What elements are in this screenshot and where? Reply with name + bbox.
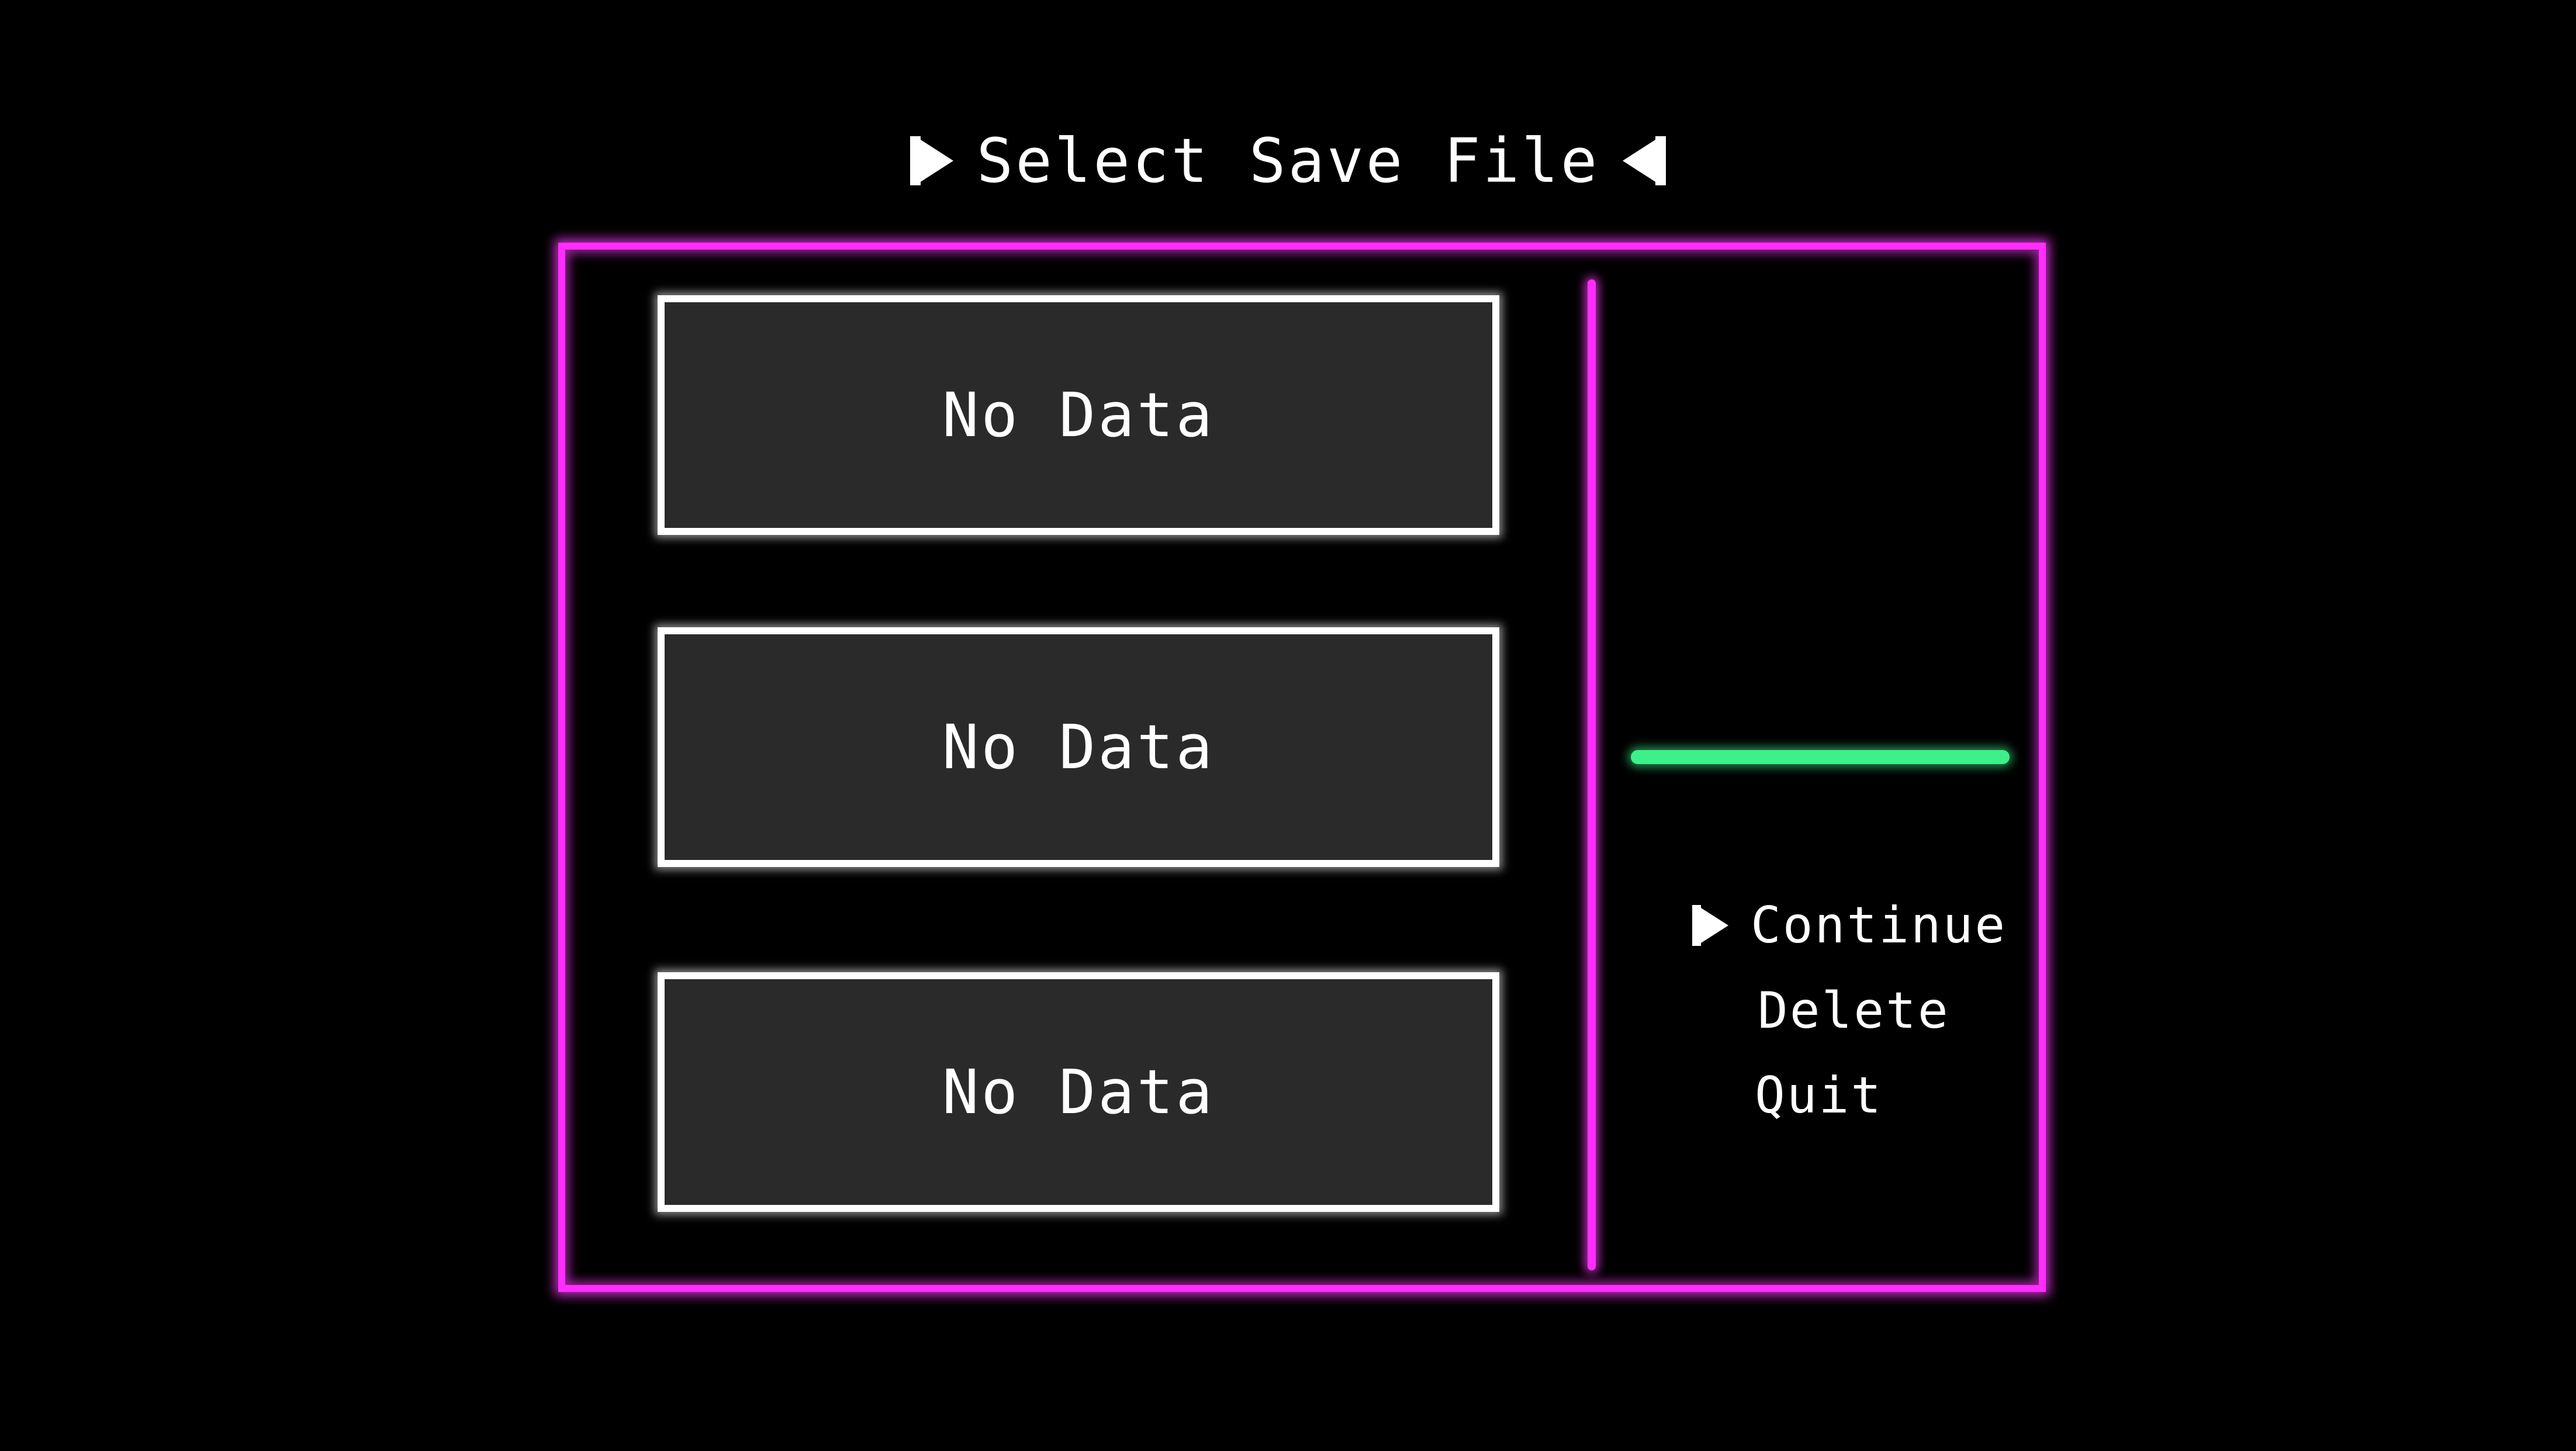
save-slot-label: No Data <box>942 711 1215 783</box>
save-slot-2[interactable]: No Data <box>658 627 1499 867</box>
continue-option[interactable]: Continue <box>1751 896 2007 955</box>
page-title: Select Save File <box>976 125 1600 196</box>
save-slot-1[interactable]: No Data <box>658 295 1499 535</box>
save-menu-frame <box>558 243 2046 1292</box>
info-separator-bar <box>1631 750 2010 764</box>
arrow-left-icon <box>1623 136 1666 185</box>
arrow-right-icon <box>910 136 953 185</box>
quit-option[interactable]: Quit <box>1755 1066 1883 1125</box>
delete-option[interactable]: Delete <box>1758 982 1950 1040</box>
menu-cursor-arrow-icon <box>1692 905 1728 946</box>
panel-divider <box>1588 279 1596 1270</box>
title-row: Select Save File <box>0 117 2576 205</box>
save-slot-label: No Data <box>942 1056 1215 1128</box>
save-slot-label: No Data <box>942 379 1215 451</box>
save-slot-3[interactable]: No Data <box>658 972 1499 1212</box>
